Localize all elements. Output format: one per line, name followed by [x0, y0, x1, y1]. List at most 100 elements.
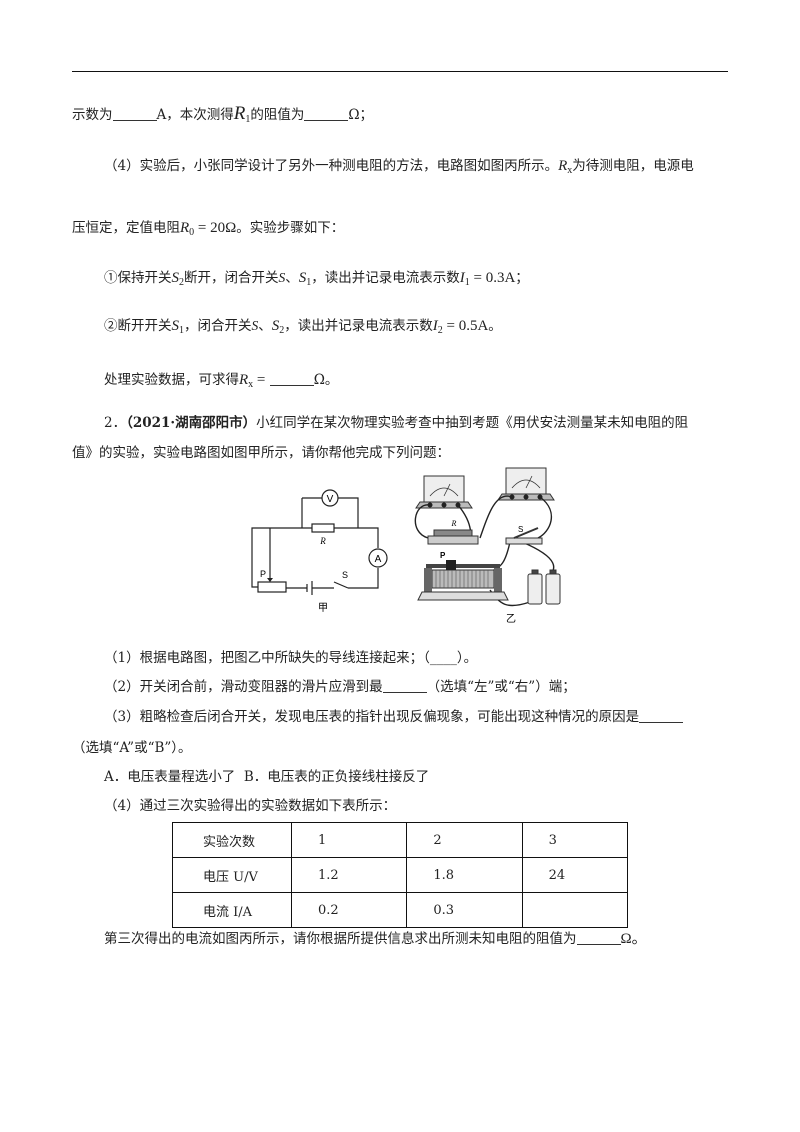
text: 、 [258, 318, 272, 334]
i2-symbol: I [432, 318, 438, 334]
rx-symbol: R [558, 158, 568, 174]
apparatus-slider-label: P [440, 551, 446, 560]
s1-symbol: S [171, 318, 180, 334]
text: （2）开关闭合前，滑动变阻器的滑片应滑到最 [104, 679, 383, 695]
question-source: （2021·湖南邵阳市） [126, 415, 257, 431]
s-symbol: S [251, 318, 259, 333]
i1-value: = 0.3A [469, 270, 516, 286]
text: 小红同学在某次物理实验考查中抽到考题《用伏安法测量某未知电阻的阻 [256, 415, 689, 431]
question-2-line-1: 2．（2021·湖南邵阳市）小红同学在某次物理实验考查中抽到考题《用伏安法测量某… [104, 413, 688, 433]
i2-value: = 0.5A [442, 318, 489, 334]
r1-sub: 1 [245, 114, 251, 125]
sub-question-3: （3）粗略检查后闭合开关，发现电压表的指针出现反偏现象，可能出现这种情况的原因是 [104, 707, 684, 727]
ammeter-label: A [375, 554, 382, 565]
text: 为待测电阻，电源电 [572, 158, 694, 174]
part4-line-2: 压恒定，定值电阻R0 = 20Ω。实验步骤如下： [72, 218, 344, 243]
text: ，读出并记录电流表示数 [311, 270, 460, 286]
text: （4）实验后，小张同学设计了另外一种测电阻的方法，电路图如图丙所示。 [104, 158, 559, 174]
equals: = [253, 372, 266, 388]
blank-resistance[interactable] [304, 108, 349, 121]
text: ，闭合开关 [184, 318, 252, 334]
step-2: ②断开开关S1，闭合开关S、S2，读出并记录电流表示数I2 = 0.5A。 [104, 316, 502, 341]
table-cell: 3 [521, 822, 629, 858]
text: 压恒定，定值电阻 [72, 220, 180, 236]
i2-sub: 2 [437, 325, 443, 336]
text: Ω。 [313, 372, 339, 388]
table-cell: 电压 U/V [172, 857, 292, 893]
text: 。 [488, 318, 502, 334]
text: （4）通过三次实验得出的实验数据如下表所示： [104, 798, 397, 814]
final-question: 第三次得出的电流如图丙所示，请你根据所提供信息求出所测未知电阻的阻值为 Ω。 [104, 929, 647, 949]
text: 断开，闭合开关 [184, 270, 279, 286]
blank-unknown-resistance[interactable] [576, 932, 621, 945]
blank-rx[interactable] [269, 373, 314, 386]
options: A．电压表量程选小了 B．电压表的正负接线柱接反了 [104, 767, 429, 787]
apparatus-switch-label: S [518, 525, 523, 534]
text: 、 [285, 270, 299, 286]
table-cell: 1.2 [290, 857, 408, 893]
r0-value: = 20Ω [194, 220, 237, 236]
table-cell: 电流 I/A [172, 892, 292, 928]
table-cell: 1 [290, 822, 408, 858]
text: 处理实验数据，可求得 [104, 372, 239, 388]
table-cell: 0.2 [290, 892, 408, 928]
switch-label: S [342, 570, 348, 580]
r0-sub: 0 [189, 227, 195, 238]
s2-sub: 2 [179, 277, 184, 288]
text: ； [515, 270, 529, 286]
sub-question-2: （2）开关闭合前，滑动变阻器的滑片应滑到最 （选填“左”或“右”）端； [104, 677, 576, 697]
figure-yi-label: 乙 [506, 613, 516, 625]
option-b: B．电压表的正负接线柱接反了 [243, 769, 430, 785]
voltmeter-label: V [327, 494, 334, 505]
text: Ω。 [620, 931, 647, 947]
i1-sub: 1 [464, 277, 470, 288]
s1-symbol: S [298, 270, 307, 286]
circuit-diagram-jia: V A R P S 甲 [251, 489, 388, 614]
table-cell: 1.8 [406, 857, 523, 893]
table-cell: 0.3 [406, 892, 523, 928]
table-cell[interactable] [521, 892, 629, 928]
s1-sub: 1 [179, 325, 184, 336]
table-row: 电流 I/A 0.2 0.3 [172, 892, 629, 928]
s2-symbol: S [271, 318, 280, 334]
question-2-line-2: 值》的实验，实验电路图如图甲所示，请你帮他完成下列问题： [72, 443, 450, 463]
text: 的阻值为 [250, 107, 305, 123]
rx-sub: x [248, 379, 254, 390]
table-row: 电压 U/V 1.2 1.8 24 [172, 857, 629, 893]
text: （1）根据电路图，把图乙中所缺失的导线连接起来；（____）。 [104, 650, 478, 666]
r1-symbol: R [233, 103, 246, 124]
blank-reason[interactable] [639, 710, 684, 723]
sub-question-1: （1）根据电路图，把图乙中所缺失的导线连接起来；（____）。 [104, 648, 477, 668]
text: ，读出并记录电流表示数 [284, 318, 433, 334]
sub-question-3-cont: （选填“A”或“B”）。 [72, 738, 192, 758]
text: ②断开开关 [104, 318, 172, 334]
text: （3）粗略检查后闭合开关，发现电压表的指针出现反偏现象，可能出现这种情况的原因是 [104, 709, 640, 725]
rx-sub: x [567, 165, 573, 176]
sub-question-4: （4）通过三次实验得出的实验数据如下表所示： [104, 796, 396, 816]
text: 第三次得出的电流如图丙所示，请你根据所提供信息求出所测未知电阻的阻值为 [104, 931, 577, 947]
rx-symbol: R [239, 372, 249, 388]
text: Ω； [348, 107, 374, 123]
figure-jia-label: 甲 [318, 603, 328, 614]
table-row: 实验次数 1 2 3 [172, 822, 629, 858]
table-cell: 实验次数 [172, 822, 292, 858]
s1-sub: 1 [306, 277, 312, 288]
i1-symbol: I [459, 270, 465, 286]
table-cell: 2 [406, 822, 523, 858]
text: 值》的实验，实验电路图如图甲所示，请你帮他完成下列问题： [72, 445, 450, 461]
slider-label: P [260, 569, 266, 579]
text: ①保持开关 [104, 270, 172, 286]
blank-current[interactable] [112, 108, 157, 121]
s2-sub: 2 [279, 325, 285, 336]
s2-symbol: S [171, 270, 180, 286]
data-table: 实验次数 1 2 3 电压 U/V 1.2 1.8 24 电流 I/A 0.2 … [172, 822, 629, 928]
apparatus-resistor-label: R [451, 519, 457, 528]
text: （选填“左”或“右”）端； [426, 679, 576, 695]
r0-symbol: R [180, 220, 190, 236]
resistor-label: R [319, 536, 326, 546]
step-1: ①保持开关S2断开，闭合开关S、S1，读出并记录电流表示数I1 = 0.3A； [104, 268, 529, 293]
part4-line-1: （4）实验后，小张同学设计了另外一种测电阻的方法，电路图如图丙所示。Rx为待测电… [104, 156, 694, 181]
blank-slider-end[interactable] [382, 680, 427, 693]
option-a: A．电压表量程选小了 [104, 769, 236, 785]
